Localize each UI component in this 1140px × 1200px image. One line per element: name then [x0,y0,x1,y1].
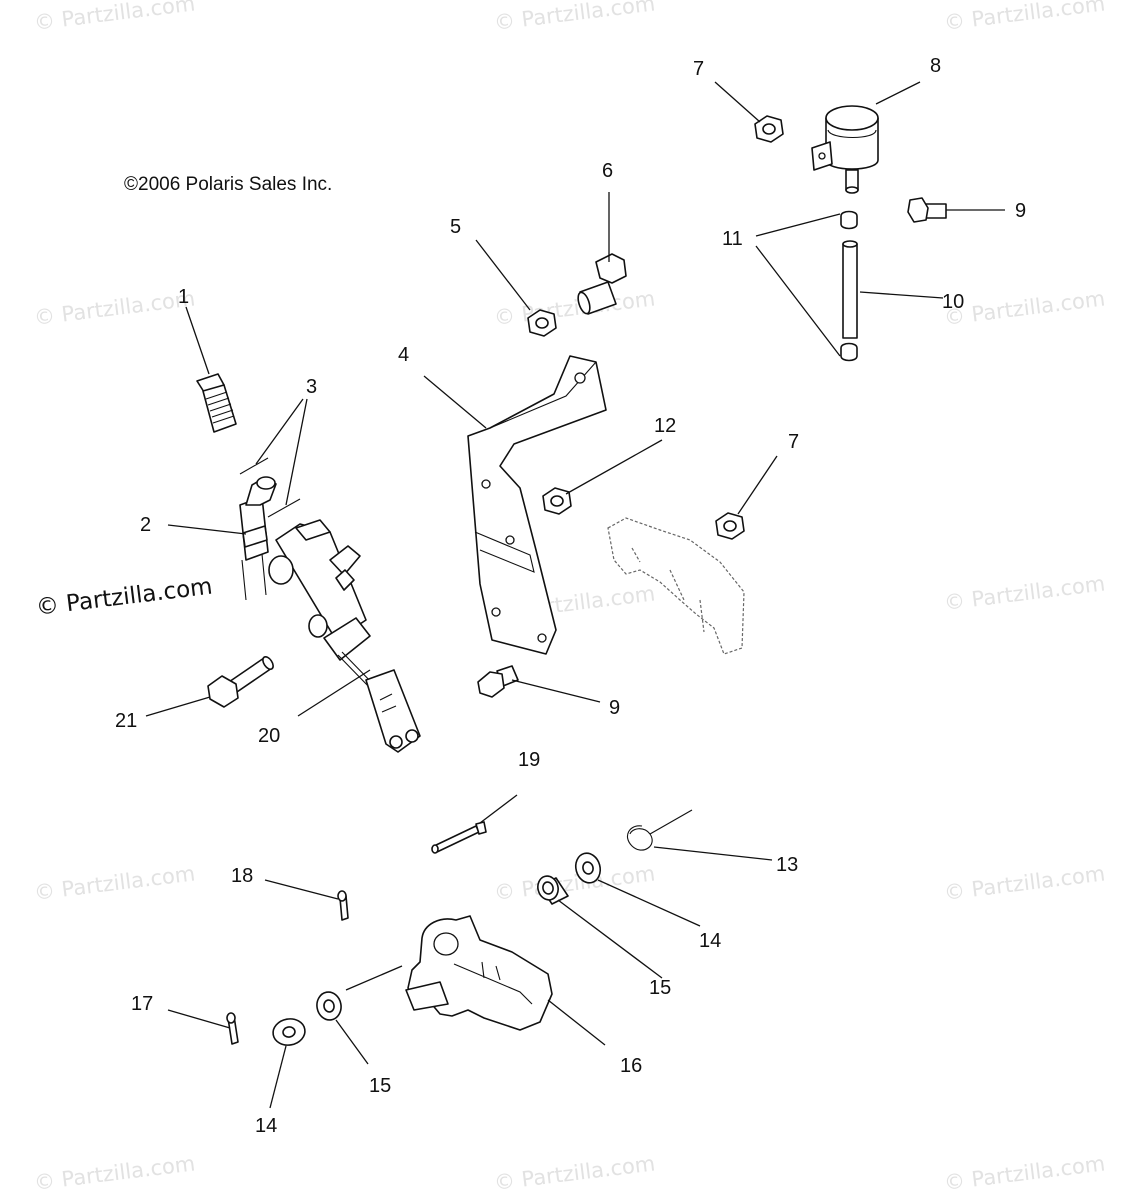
part-20-master-cylinder [268,519,421,753]
callout-16: 16 [620,1055,642,1077]
watermark-mid-left: © Partzilla.com [33,286,197,330]
part-10-hose [842,240,858,339]
callout-13: 13 [776,854,798,876]
watermark-bottom-right: © Partzilla.com [943,1151,1107,1195]
callout-20: 20 [258,725,280,747]
watermark-bottom-left: © Partzilla.com [33,1151,197,1195]
callout-7-lower: 7 [788,431,799,453]
part-18-cotter-pin [337,890,349,921]
callout-7-upper: 7 [693,58,704,80]
part-19-pin [431,821,487,854]
part-15-bushing-lower [316,991,342,1021]
watermark-top-left: © Partzilla.com [33,0,197,35]
callout-10: 10 [942,291,964,313]
callout-11: 11 [722,228,743,250]
part-6-bolt [577,253,627,315]
callout-14-upper: 14 [699,930,721,952]
callout-5: 5 [450,216,461,238]
callout-12: 12 [654,415,676,437]
watermark-prominent: © Partzilla.com [35,574,214,621]
part-9-bolt-upper [907,197,947,223]
part-21-bolt [207,655,274,708]
watermark-bottom-center: © Partzilla.com [493,1151,657,1195]
callout-3: 3 [306,376,317,398]
watermark-low-center: © Partzilla.com [493,861,657,905]
part-13-spring [627,809,693,851]
part-12-nut [542,487,572,515]
watermark-mid-right: © Partzilla.com [943,286,1107,330]
part-2-hose [239,476,277,601]
part-3-clips [239,457,301,518]
watermark-low-left: © Partzilla.com [33,861,197,905]
caliper-bracket-reference [607,517,745,655]
watermark-top-center: © Partzilla.com [493,0,657,35]
part-16-brake-pedal [405,915,553,1031]
callout-21: 21 [115,710,137,732]
part-9-bolt-middle [477,665,519,698]
callout-17: 17 [131,993,153,1015]
callout-6: 6 [602,160,613,182]
leader-lines [145,81,1005,1109]
part-11-clamps [840,210,858,362]
part-17-cotter-pin [226,1012,239,1045]
watermark-top-right: © Partzilla.com [943,0,1107,35]
callout-9-upper: 9 [1015,200,1026,222]
part-7-nut-upper [754,115,784,143]
callout-labels: 1 2 3 4 5 6 7 8 9 10 11 12 7 9 21 20 19 … [115,55,1026,1137]
part-4-bracket [467,355,607,655]
callout-15-upper: 15 [649,977,671,999]
part-8-reservoir [811,105,879,194]
part-14-washer-lower [272,1018,306,1046]
part-15-bushing-upper [537,875,569,905]
callout-8: 8 [930,55,941,77]
watermark-center-right: © Partzilla.com [943,571,1107,615]
callout-14-lower: 14 [255,1115,277,1137]
callout-1: 1 [178,286,189,308]
copyright-text: ©2006 Polaris Sales Inc. [124,174,332,195]
part-5-nut [527,309,557,337]
callout-9-middle: 9 [609,697,620,719]
part-1-fitting [196,373,237,433]
part-14-washer-upper [574,852,602,884]
callout-4: 4 [398,344,409,366]
callout-15-lower: 15 [369,1075,391,1097]
watermark-low-right: © Partzilla.com [943,861,1107,905]
callout-2: 2 [140,514,151,536]
part-7-nut-lower [715,512,745,540]
callout-19: 19 [518,749,540,771]
callout-18: 18 [231,865,253,887]
